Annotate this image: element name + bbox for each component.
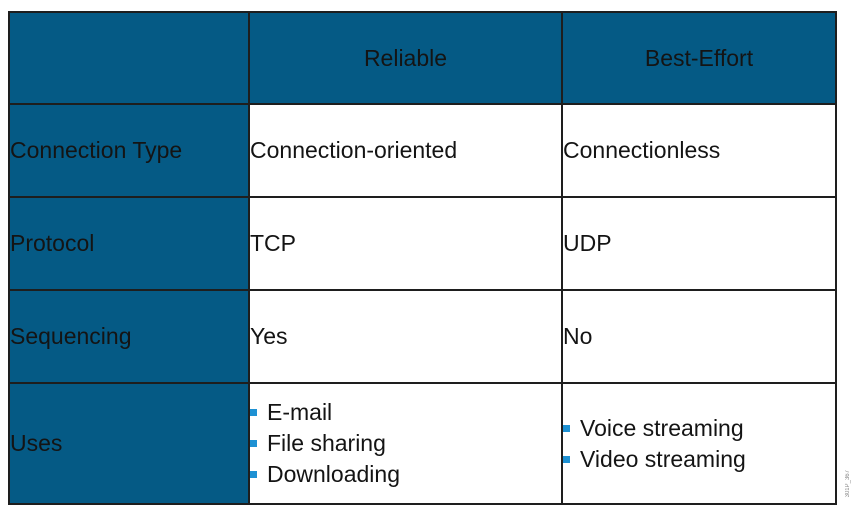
corner-cell xyxy=(8,11,250,105)
table-row: Uses E-mail File sharing Downloading Voi… xyxy=(8,382,837,505)
list-item-label: Downloading xyxy=(267,461,400,487)
list-item-label: File sharing xyxy=(267,430,386,456)
table-row: Connection Type Connection-oriented Conn… xyxy=(8,103,837,198)
list-item: E-mail xyxy=(250,397,561,428)
header-reliable: Reliable xyxy=(248,11,563,105)
list-item-label: Video streaming xyxy=(580,445,746,472)
bullet-icon xyxy=(250,471,257,478)
bullet-icon xyxy=(563,424,570,432)
list-item: Video streaming xyxy=(563,444,835,475)
bullet-icon xyxy=(250,409,257,416)
table-row: Sequencing Yes No xyxy=(8,289,837,384)
header-best-effort: Best-Effort xyxy=(561,11,837,105)
comparison-table: Reliable Best-Effort Connection Type Con… xyxy=(8,11,837,505)
table-row: Protocol TCP UDP xyxy=(8,196,837,291)
list-item: Voice streaming xyxy=(563,413,835,444)
cell-reliable-sequencing: Yes xyxy=(248,289,563,384)
reliable-uses-list: E-mail File sharing Downloading xyxy=(250,397,561,490)
cell-reliable-uses: E-mail File sharing Downloading xyxy=(248,382,563,505)
row-label-sequencing: Sequencing xyxy=(8,289,250,384)
figure-code: 301P_367 xyxy=(845,470,851,498)
list-item-label: Voice streaming xyxy=(580,414,744,441)
cell-best-effort-connection-type: Connectionless xyxy=(561,103,837,198)
cell-reliable-connection-type: Connection-oriented xyxy=(248,103,563,198)
cell-best-effort-uses: Voice streaming Video streaming xyxy=(561,382,837,505)
bullet-icon xyxy=(563,455,570,463)
cell-best-effort-protocol: UDP xyxy=(561,196,837,291)
best-effort-uses-list: Voice streaming Video streaming xyxy=(563,413,835,475)
cell-reliable-protocol: TCP xyxy=(248,196,563,291)
header-row: Reliable Best-Effort xyxy=(8,11,837,105)
list-item-label: E-mail xyxy=(267,399,333,425)
bullet-icon xyxy=(250,440,257,447)
row-label-protocol: Protocol xyxy=(8,196,250,291)
list-item: File sharing xyxy=(250,428,561,459)
list-item: Downloading xyxy=(250,459,561,490)
row-label-connection-type: Connection Type xyxy=(8,103,250,198)
row-label-uses: Uses xyxy=(8,382,250,505)
cell-best-effort-sequencing: No xyxy=(561,289,837,384)
